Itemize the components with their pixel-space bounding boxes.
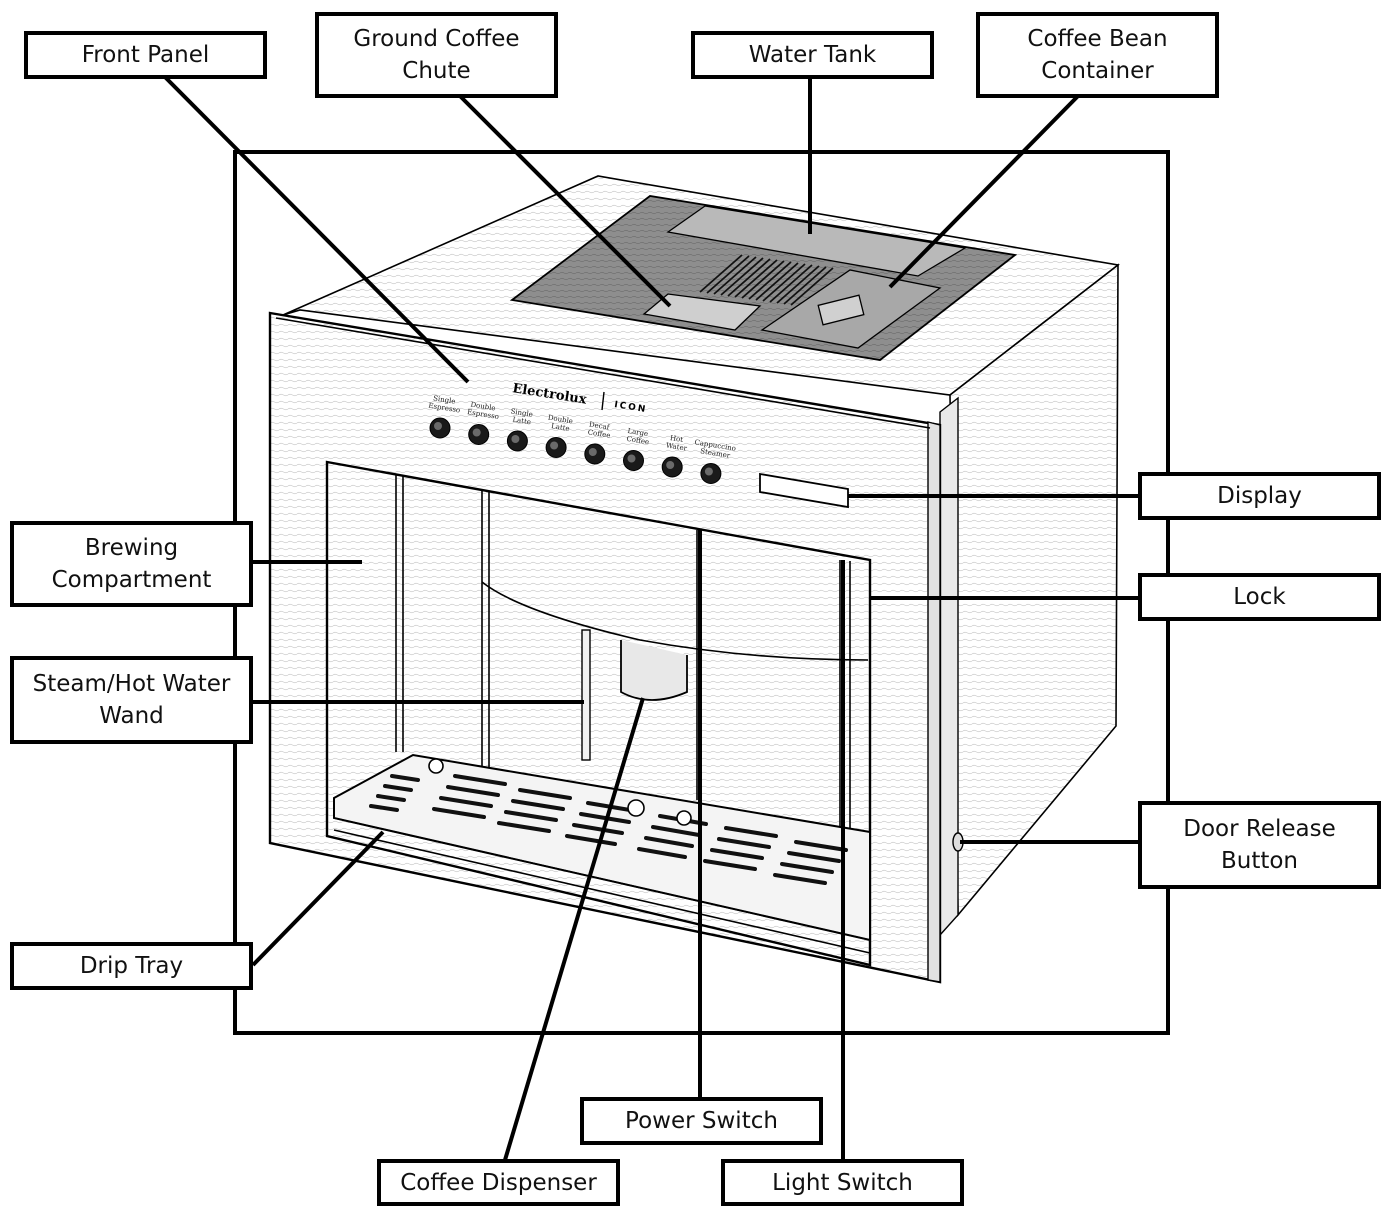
control-button-highlight — [511, 435, 520, 443]
label-water-tank: Water Tank — [691, 31, 934, 79]
control-button-caption: Coffee — [626, 435, 650, 446]
label-steam-hot-water-wand: Steam/Hot Water Wand — [10, 656, 253, 744]
leader-coffee-bean-container — [888, 94, 1080, 289]
control-button-caption: Water — [665, 441, 688, 452]
display-window — [759, 472, 849, 509]
label-coffee-dispenser: Coffee Dispenser — [377, 1159, 620, 1206]
control-button-caption: Coffee — [587, 428, 611, 439]
control-button-caption: Latte — [551, 422, 571, 433]
label-door-release-button: Door Release Button — [1138, 801, 1381, 889]
control-button-caption: Single — [510, 407, 533, 418]
leader-drip-tray — [251, 830, 385, 967]
control-button-highlight — [472, 428, 481, 437]
water-tank-lid — [666, 205, 967, 277]
steam-wand — [581, 629, 591, 761]
label-display: Display — [1138, 472, 1381, 520]
label-light-switch: Light Switch — [721, 1159, 964, 1206]
control-button-caption: Double — [547, 414, 573, 426]
control-button-highlight — [666, 461, 675, 469]
leader-lines — [163, 75, 1138, 1161]
control-button-highlight — [434, 422, 442, 430]
control-button-caption: Decaf — [588, 420, 611, 431]
control-button-caption: Double — [470, 401, 496, 413]
label-ground-coffee-chute: Ground Coffee Chute — [315, 12, 558, 98]
machine-body — [268, 175, 1120, 984]
label-brewing-compartment: Brewing Compartment — [10, 521, 253, 607]
control-button-highlight — [704, 467, 713, 476]
brew-unit-hood — [481, 581, 869, 661]
top-grille — [699, 254, 834, 306]
control-button-highlight — [627, 454, 636, 463]
label-power-switch: Power Switch — [580, 1097, 823, 1145]
label-coffee-bean-container: Coffee Bean Container — [976, 12, 1219, 98]
control-button-highlight — [588, 448, 597, 456]
control-button-caption: Large — [627, 427, 649, 438]
ground-coffee-chute-lid — [642, 293, 762, 331]
control-button-highlight — [550, 441, 559, 450]
label-drip-tray: Drip Tray — [10, 942, 253, 990]
label-front-panel: Front Panel — [24, 31, 267, 79]
leader-ground-coffee-chute — [458, 94, 672, 308]
label-lock: Lock — [1138, 573, 1381, 621]
control-button-caption: Single — [433, 394, 456, 405]
control-button-caption: Latte — [512, 416, 532, 427]
leader-coffee-dispenser — [503, 697, 645, 1161]
leader-front-panel — [163, 75, 470, 384]
coffee-spout — [620, 640, 688, 701]
control-button-caption: Hot — [669, 434, 683, 444]
